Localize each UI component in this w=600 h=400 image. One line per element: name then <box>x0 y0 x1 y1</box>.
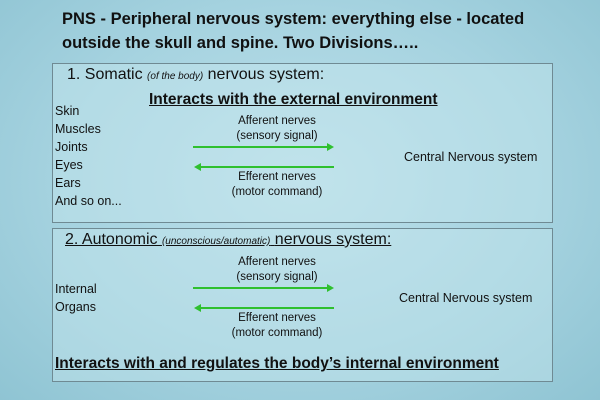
somatic-target: Central Nervous system <box>404 150 538 164</box>
list-item: Ears <box>55 176 81 190</box>
autonomic-heading-rest: nervous system: <box>274 231 392 248</box>
arrow-left-icon <box>194 304 334 312</box>
somatic-afferent-label: Afferent nerves (sensory signal) <box>202 114 352 144</box>
autonomic-footer: Interacts with and regulates the body’s … <box>55 355 499 372</box>
somatic-box: 1. Somatic (of the body) nervous system:… <box>52 63 553 223</box>
slide-title: PNS - Peripheral nervous system: everyth… <box>62 10 525 52</box>
somatic-heading-main: 1. Somatic <box>67 66 143 83</box>
arrow-right-icon <box>193 284 334 292</box>
list-item: Organs <box>55 300 96 314</box>
arrow-left-icon <box>194 163 334 171</box>
list-item: Muscles <box>55 122 101 136</box>
list-item: Internal <box>55 282 97 296</box>
list-item: Skin <box>55 104 80 118</box>
efferent-subtext: (motor command) <box>231 327 323 339</box>
autonomic-box: 2. Autonomic (unconscious/automatic) ner… <box>52 228 553 382</box>
afferent-text: Afferent nerves <box>238 115 316 127</box>
autonomic-heading-small: (unconscious/automatic) <box>161 236 271 247</box>
afferent-text: Afferent nerves <box>238 256 316 268</box>
list-item: Eyes <box>55 158 83 172</box>
efferent-text: Efferent nerves <box>238 171 316 183</box>
afferent-subtext: (sensory signal) <box>236 271 318 283</box>
list-item: And so on... <box>55 194 122 208</box>
somatic-heading-small: (of the body) <box>147 71 204 82</box>
somatic-heading-rest: nervous system: <box>207 66 325 83</box>
somatic-list: Skin Muscles Joints Eyes Ears And so on.… <box>55 102 122 210</box>
list-item: Joints <box>55 140 88 154</box>
efferent-subtext: (motor command) <box>231 186 323 198</box>
somatic-subheading: Interacts with the external environment <box>149 91 438 108</box>
afferent-subtext: (sensory signal) <box>236 130 318 142</box>
arrow-right-icon <box>193 143 334 151</box>
autonomic-list: Internal Organs <box>55 280 97 316</box>
efferent-text: Efferent nerves <box>238 312 316 324</box>
somatic-efferent-label: Efferent nerves (motor command) <box>202 170 352 200</box>
autonomic-heading: 2. Autonomic (unconscious/automatic) ner… <box>65 231 391 249</box>
somatic-heading: 1. Somatic (of the body) nervous system: <box>67 66 324 84</box>
autonomic-efferent-label: Efferent nerves (motor command) <box>202 311 352 341</box>
autonomic-target: Central Nervous system <box>399 291 533 305</box>
autonomic-heading-main: 2. Autonomic <box>65 231 158 248</box>
autonomic-afferent-label: Afferent nerves (sensory signal) <box>202 255 352 285</box>
